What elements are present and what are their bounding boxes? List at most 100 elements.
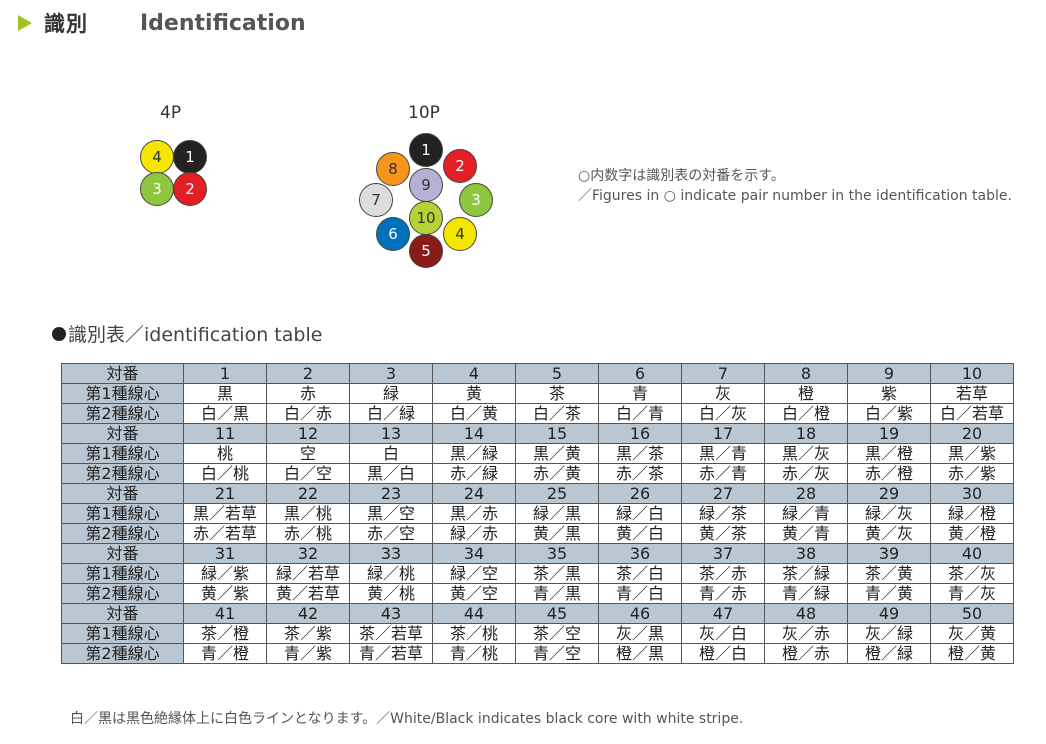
table-cell: 黄／桃 [349, 583, 433, 604]
table-cell: 橙／赤 [764, 643, 848, 664]
table-cell: 50 [930, 603, 1014, 624]
table-cell: 橙／黄 [930, 643, 1014, 664]
table-cell: 緑／赤 [432, 523, 516, 544]
table-cell: 白 [349, 443, 433, 464]
table-cell: 緑／黒 [515, 503, 599, 524]
table-cell: 3 [349, 363, 433, 384]
table-cell: 白／空 [266, 463, 350, 484]
table-cell: 白／赤 [266, 403, 350, 424]
table-cell: 黒／黄 [515, 443, 599, 464]
second-core-row: 第2種線心白／黒白／赤白／緑白／黄白／茶白／青白／灰白／橙白／紫白／若草 [61, 403, 1014, 424]
row-header: 第1種線心 [61, 443, 184, 464]
table-cell: 灰／黄 [930, 623, 1014, 644]
table-cell: 17 [681, 423, 765, 444]
table-cell: 青／灰 [930, 583, 1014, 604]
first-core-row: 第1種線心黒赤緑黄茶青灰橙紫若草 [61, 383, 1014, 404]
table-cell: 24 [432, 483, 516, 504]
table-cell: 19 [847, 423, 931, 444]
table-cell: 14 [432, 423, 516, 444]
table-cell: 20 [930, 423, 1014, 444]
table-cell: 灰／黒 [598, 623, 682, 644]
table-cell: 黄／空 [432, 583, 516, 604]
table-cell: 茶／緑 [764, 563, 848, 584]
table-cell: 白／灰 [681, 403, 765, 424]
table-cell: 黄／黒 [515, 523, 599, 544]
table-cell: 47 [681, 603, 765, 624]
pair-4p-circle: 1 [173, 140, 207, 174]
pair-10p-circle: 3 [459, 183, 493, 217]
table-cell: 緑 [349, 383, 433, 404]
bullet-icon [52, 326, 66, 341]
pair-10p-circle: 4 [443, 217, 477, 251]
table-cell: 15 [515, 423, 599, 444]
table-cell: 茶／若草 [349, 623, 433, 644]
table-cell: 空 [266, 443, 350, 464]
table-cell: 黒／紫 [930, 443, 1014, 464]
first-core-row: 第1種線心茶／橙茶／紫茶／若草茶／桃茶／空灰／黒灰／白灰／赤灰／緑灰／黄 [61, 623, 1014, 644]
table-cell: 白／緑 [349, 403, 433, 424]
table-cell: 白／紫 [847, 403, 931, 424]
row-header: 対番 [61, 543, 184, 564]
diagram-4p-label: 4P [160, 103, 182, 123]
table-cell: 灰／赤 [764, 623, 848, 644]
table-cell: 黒／灰 [764, 443, 848, 464]
pair-10p-circle: 6 [376, 217, 410, 251]
table-cell: 黒／橙 [847, 443, 931, 464]
table-cell: 茶／黒 [515, 563, 599, 584]
table-cell: 緑／橙 [930, 503, 1014, 524]
table-cell: 23 [349, 483, 433, 504]
table-cell: 33 [349, 543, 433, 564]
table-cell: 茶／灰 [930, 563, 1014, 584]
table-cell: 青／白 [598, 583, 682, 604]
table-cell: 黒／若草 [183, 503, 267, 524]
row-header: 第1種線心 [61, 503, 184, 524]
table-cell: 黒／青 [681, 443, 765, 464]
table-cell: 8 [764, 363, 848, 384]
chevron-right-icon [18, 15, 32, 31]
table-cell: 紫 [847, 383, 931, 404]
table-cell: 灰／緑 [847, 623, 931, 644]
table-cell: 赤／紫 [930, 463, 1014, 484]
table-cell: 2 [266, 363, 350, 384]
row-header: 第2種線心 [61, 463, 184, 484]
table-cell: 38 [764, 543, 848, 564]
table-cell: 黒／緑 [432, 443, 516, 464]
table-cell: 白／桃 [183, 463, 267, 484]
table-cell: 31 [183, 543, 267, 564]
table-cell: 25 [515, 483, 599, 504]
table-cell: 赤／緑 [432, 463, 516, 484]
table-cell: 緑／青 [764, 503, 848, 524]
table-cell: 10 [930, 363, 1014, 384]
second-core-row: 第2種線心赤／若草赤／桃赤／空緑／赤黄／黒黄／白黄／茶黄／青黄／灰黄／橙 [61, 523, 1014, 544]
figure-note: ○内数字は識別表の対番を示す。 ／Figures in ○ indicate p… [578, 166, 1012, 206]
table-cell: 白／若草 [930, 403, 1014, 424]
table-cell: 26 [598, 483, 682, 504]
row-header: 対番 [61, 363, 184, 384]
table-cell: 茶／桃 [432, 623, 516, 644]
table-cell: 青／橙 [183, 643, 267, 664]
table-cell: 若草 [930, 383, 1014, 404]
table-cell: 29 [847, 483, 931, 504]
table-cell: 青／紫 [266, 643, 350, 664]
table-cell: 青／桃 [432, 643, 516, 664]
table-cell: 黒／桃 [266, 503, 350, 524]
table-cell: 13 [349, 423, 433, 444]
second-core-row: 第2種線心黄／紫黄／若草黄／桃黄／空青／黒青／白青／赤青／緑青／黄青／灰 [61, 583, 1014, 604]
table-cell: 白／黄 [432, 403, 516, 424]
table-cell: 赤／青 [681, 463, 765, 484]
table-cell: 黒 [183, 383, 267, 404]
table-title: 識別表／identification table [52, 320, 322, 347]
row-header: 対番 [61, 603, 184, 624]
table-cell: 青／黒 [515, 583, 599, 604]
table-cell: 黄／青 [764, 523, 848, 544]
section-header: 識別 Identification [18, 6, 306, 40]
table-cell: 16 [598, 423, 682, 444]
row-header: 対番 [61, 483, 184, 504]
table-cell: 灰 [681, 383, 765, 404]
table-cell: 42 [266, 603, 350, 624]
table-cell: 青 [598, 383, 682, 404]
table-cell: 18 [764, 423, 848, 444]
table-cell: 黄／橙 [930, 523, 1014, 544]
